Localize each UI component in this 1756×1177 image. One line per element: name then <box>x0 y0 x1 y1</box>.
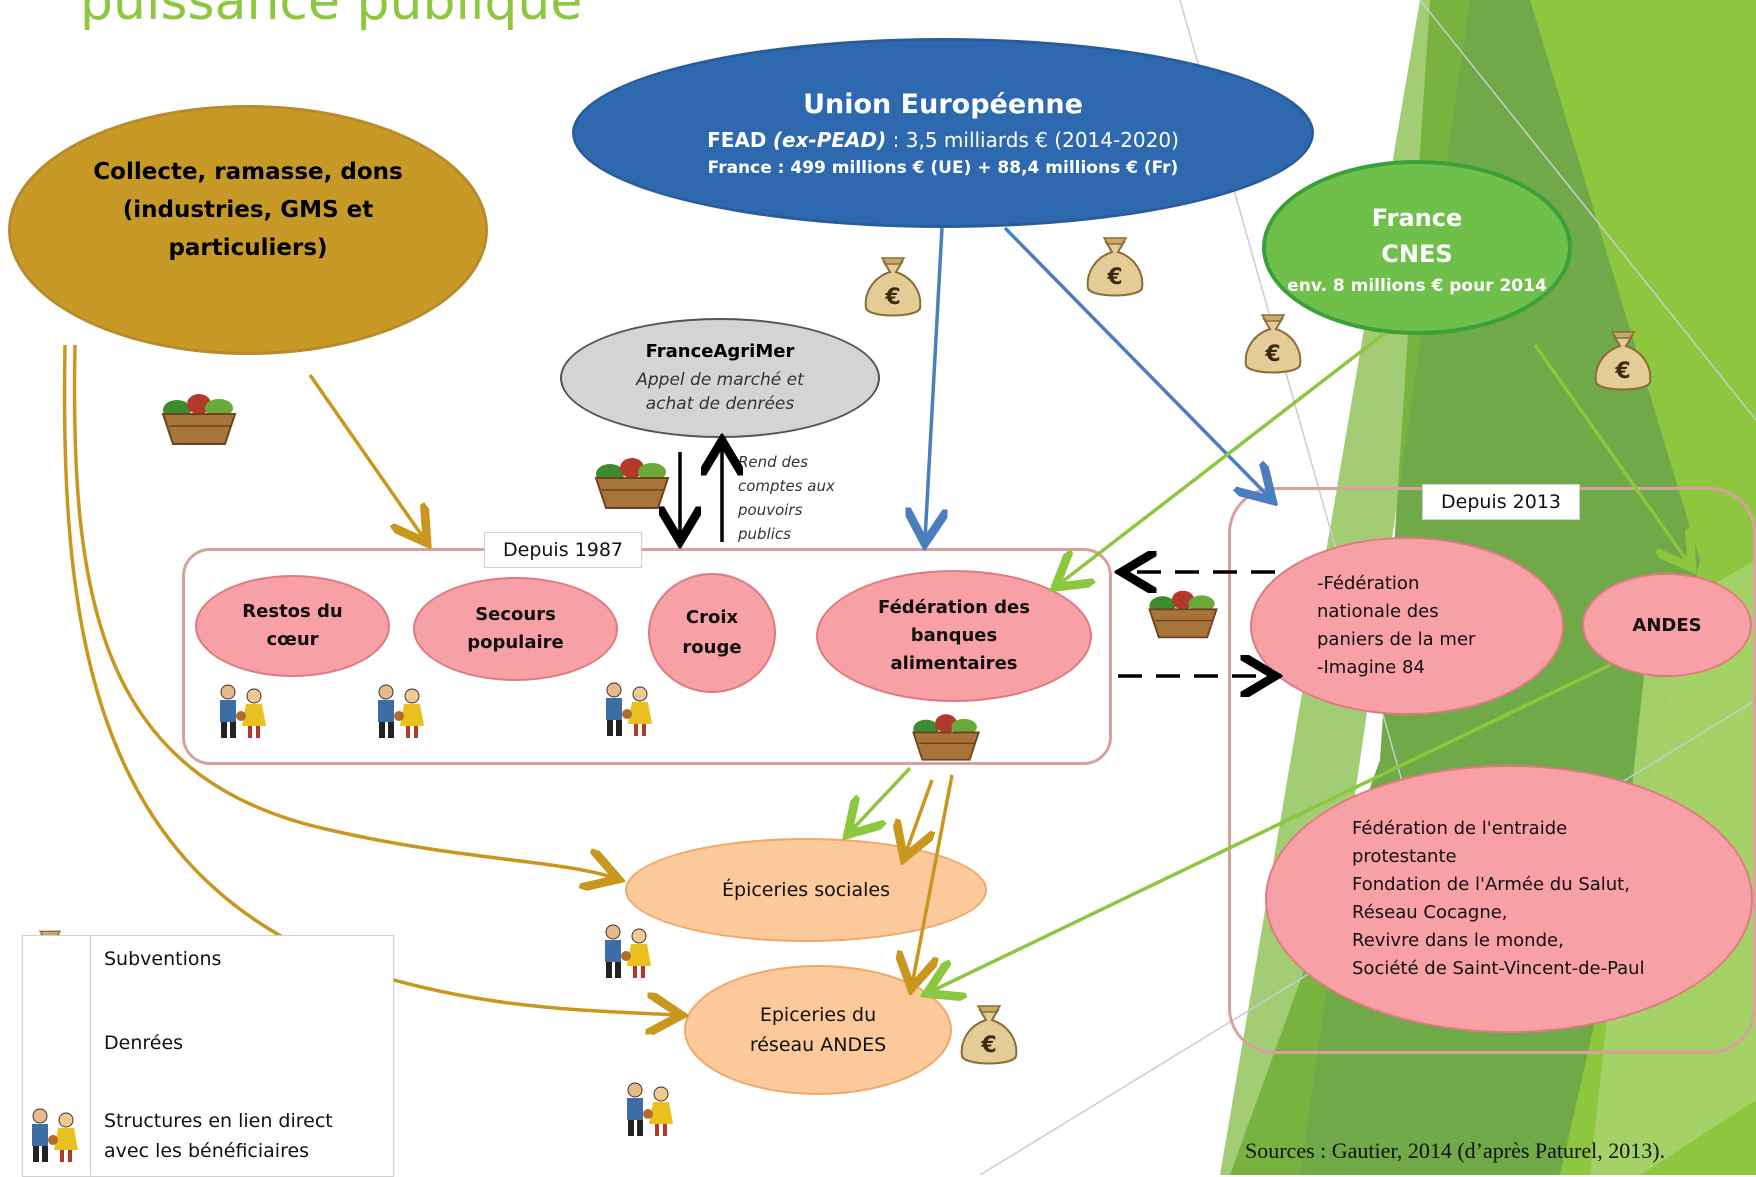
beneficiaries-icon <box>605 924 651 978</box>
federation-entraide-ellipse: Fédération de l'entraide protestante Fon… <box>1265 765 1753 1033</box>
arrow-collecte-to-epiceries-sociales <box>72 344 615 878</box>
svg-text:€: € <box>1614 359 1630 384</box>
epiceries-andes-label: réseau ANDES <box>749 1034 887 1056</box>
eu-fead-line: FEAD (ex-PEAD) : 3,5 milliards € (2014-2… <box>707 128 1179 152</box>
org-label: banques <box>910 625 998 646</box>
org-label: populaire <box>467 632 564 653</box>
depuis-2013-label: Depuis 2013 <box>1422 484 1580 520</box>
org-label: Revivre dans le monde, <box>1352 930 1564 951</box>
franceagrimer-desc: Appel de marché et <box>636 369 804 390</box>
cnes-label: CNES <box>1381 239 1453 268</box>
org-label: Fédération des <box>878 597 1030 618</box>
org-label: -Fédération <box>1317 573 1420 594</box>
restos-du-coeur-ellipse: Restos du cœur <box>195 575 390 677</box>
beneficiaries-icon <box>606 682 652 736</box>
epiceries-sociales-ellipse: Épiceries sociales <box>625 838 987 942</box>
collecte-line: (industries, GMS et <box>122 197 374 223</box>
arrow-andes-to-epiceries-andes <box>930 663 1611 992</box>
org-label: Fondation de l'Armée du Salut, <box>1352 874 1630 895</box>
arrow-cnes-to-andes <box>1533 343 1690 565</box>
rend-line: pouvoirs <box>738 501 803 519</box>
svg-text:€: € <box>1264 342 1280 367</box>
collecte-ellipse: Collecte, ramasse, dons (industries, GMS… <box>8 105 488 355</box>
croix-rouge-ellipse: Croix rouge <box>648 573 776 693</box>
money-bag-icon: € <box>1594 331 1652 391</box>
rend-line: comptes aux <box>738 477 835 495</box>
org-label: alimentaires <box>890 653 1018 674</box>
org-label: Croix <box>685 607 739 628</box>
eu-france-line: France : 499 millions € (UE) + 88,4 mill… <box>707 157 1179 178</box>
org-label: -Imagine 84 <box>1317 657 1425 678</box>
svg-text:€: € <box>884 285 900 310</box>
legend-structures: Structures en lien direct <box>104 1110 333 1132</box>
eu-name: Union Européenne <box>803 88 1083 120</box>
arrow-eu-to-fba <box>925 227 942 540</box>
food-basket-icon <box>594 458 670 509</box>
france-label: France <box>1371 203 1463 232</box>
rend-comptes-text: Rend des comptes aux pouvoirs publics <box>738 450 835 546</box>
federation-banques-alimentaires-ellipse: Fédération des banques alimentaires <box>816 570 1092 702</box>
arrow-collecte-to-epiceries-andes <box>62 344 678 1015</box>
org-label: rouge <box>682 637 742 658</box>
org-label: Société de Saint-Vincent-de-Paul <box>1352 958 1645 979</box>
svg-text:€: € <box>980 1033 996 1058</box>
arrow-collecte-to-1987 <box>308 373 425 540</box>
org-label: Restos du <box>242 601 343 622</box>
arrow-fba-to-epiceries-andes <box>912 774 954 985</box>
paniers-de-la-mer-ellipse: -Fédération nationale des paniers de la … <box>1250 537 1564 715</box>
org-label: cœur <box>266 629 319 650</box>
svg-text:€: € <box>1106 265 1122 290</box>
arrow-cnes-to-fba <box>1058 331 1387 585</box>
arrow-eu-to-2013 <box>1003 226 1270 498</box>
epiceries-andes-label: Epiceries du <box>759 1004 877 1026</box>
legend <box>22 935 394 1177</box>
beneficiaries-icon <box>378 684 424 738</box>
france-cnes-ellipse: France CNES env. 8 millions € pour 2014 <box>1262 160 1572 335</box>
cnes-amount: env. 8 millions € pour 2014 <box>1287 275 1547 296</box>
andes-label: ANDES <box>1632 614 1702 636</box>
secours-populaire-ellipse: Secours populaire <box>413 577 618 681</box>
andes-ellipse: ANDES <box>1582 573 1752 677</box>
legend-divider <box>90 935 91 1175</box>
food-basket-icon <box>1148 590 1218 639</box>
legend-denrees: Denrées <box>104 1032 184 1054</box>
collecte-line: Collecte, ramasse, dons <box>93 159 403 185</box>
arrow-fba-to-epiceries-sociales-green <box>850 766 912 832</box>
org-label: protestante <box>1352 846 1457 867</box>
money-bag-icon: € <box>960 1005 1018 1065</box>
legend-structures: avec les bénéficiaires <box>104 1140 310 1162</box>
rend-line: publics <box>738 525 791 543</box>
eu-ellipse: Union Européenne FEAD (ex-PEAD) : 3,5 mi… <box>572 38 1314 228</box>
beneficiaries-icon <box>627 1082 673 1136</box>
money-bag-icon: € <box>864 257 922 317</box>
org-label: nationale des <box>1317 601 1439 622</box>
epiceries-sociales-label: Épiceries sociales <box>722 879 890 901</box>
money-bag-icon: € <box>1086 237 1144 297</box>
legend-subventions: Subventions <box>104 948 222 970</box>
org-label: paniers de la mer <box>1317 629 1476 650</box>
org-label: Secours <box>475 604 556 625</box>
page-title: puissance publique <box>80 0 583 32</box>
beneficiaries-icon <box>32 1108 78 1162</box>
franceagrimer-desc: achat de denrées <box>645 393 795 414</box>
eu-fead-note: (ex-PEAD) <box>772 127 887 152</box>
arrow-fba-to-epiceries-sociales <box>905 779 932 855</box>
franceagrimer-name: FranceAgriMer <box>645 340 795 362</box>
org-label: Réseau Cocagne, <box>1352 902 1508 923</box>
depuis-1987-label: Depuis 1987 <box>484 532 642 568</box>
eu-fead-amount: : 3,5 milliards € (2014-2020) <box>886 127 1179 152</box>
beneficiaries-icon <box>220 684 266 738</box>
eu-fead-prefix: FEAD <box>707 127 767 152</box>
rend-line: Rend des <box>738 453 809 471</box>
food-basket-icon <box>912 714 980 761</box>
franceagrimer-ellipse: FranceAgriMer Appel de marché et achat d… <box>560 318 880 438</box>
sources-text: Sources : Gautier, 2014 (d’après Paturel… <box>1245 1138 1666 1163</box>
money-bag-icon: € <box>1244 314 1302 374</box>
org-label: Fédération de l'entraide <box>1352 818 1568 839</box>
collecte-line: particuliers) <box>168 235 328 261</box>
depuis-1987-group <box>182 548 1112 765</box>
food-basket-icon <box>161 394 237 445</box>
